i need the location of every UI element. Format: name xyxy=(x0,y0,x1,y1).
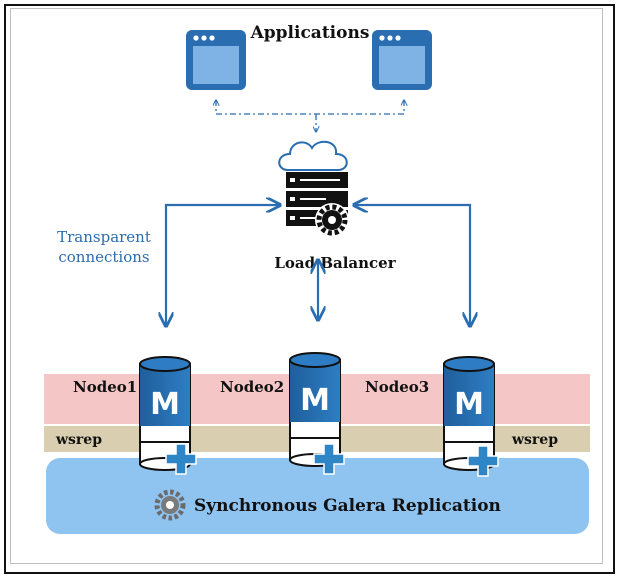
db-letter: M xyxy=(300,383,330,418)
node3-label: Nodeo3 xyxy=(365,378,429,396)
applications-label: Applications xyxy=(250,23,370,43)
node2-label: Nodeo2 xyxy=(220,378,284,396)
app-window-icon xyxy=(372,30,432,90)
server-rack-icon xyxy=(286,172,348,226)
wsrep-left-label: wsrep xyxy=(55,432,102,448)
plus-cross-icon xyxy=(165,443,197,475)
node1-label: Nodeo1 xyxy=(73,378,137,396)
diagram-inner-border xyxy=(10,8,603,564)
transparent-label-line1: Transparent xyxy=(57,228,151,246)
app-connector xyxy=(216,100,404,132)
gear-icon xyxy=(315,203,349,237)
db-letter: M xyxy=(150,387,180,422)
load-balancer-label: Load Balancer xyxy=(274,254,396,272)
cloud-icon xyxy=(278,140,348,171)
replication-label: Synchronous Galera Replication xyxy=(194,496,501,516)
transparent-label-line2: connections xyxy=(58,248,149,266)
replication-gear-icon xyxy=(154,489,186,521)
plus-cross-icon xyxy=(313,443,345,475)
app-window-icon xyxy=(186,30,246,90)
diagram-frame xyxy=(4,4,615,574)
lb-connector xyxy=(166,205,470,326)
wsrep-right-label: wsrep xyxy=(511,432,558,448)
db-letter: M xyxy=(454,387,484,422)
plus-cross-icon xyxy=(467,445,499,477)
